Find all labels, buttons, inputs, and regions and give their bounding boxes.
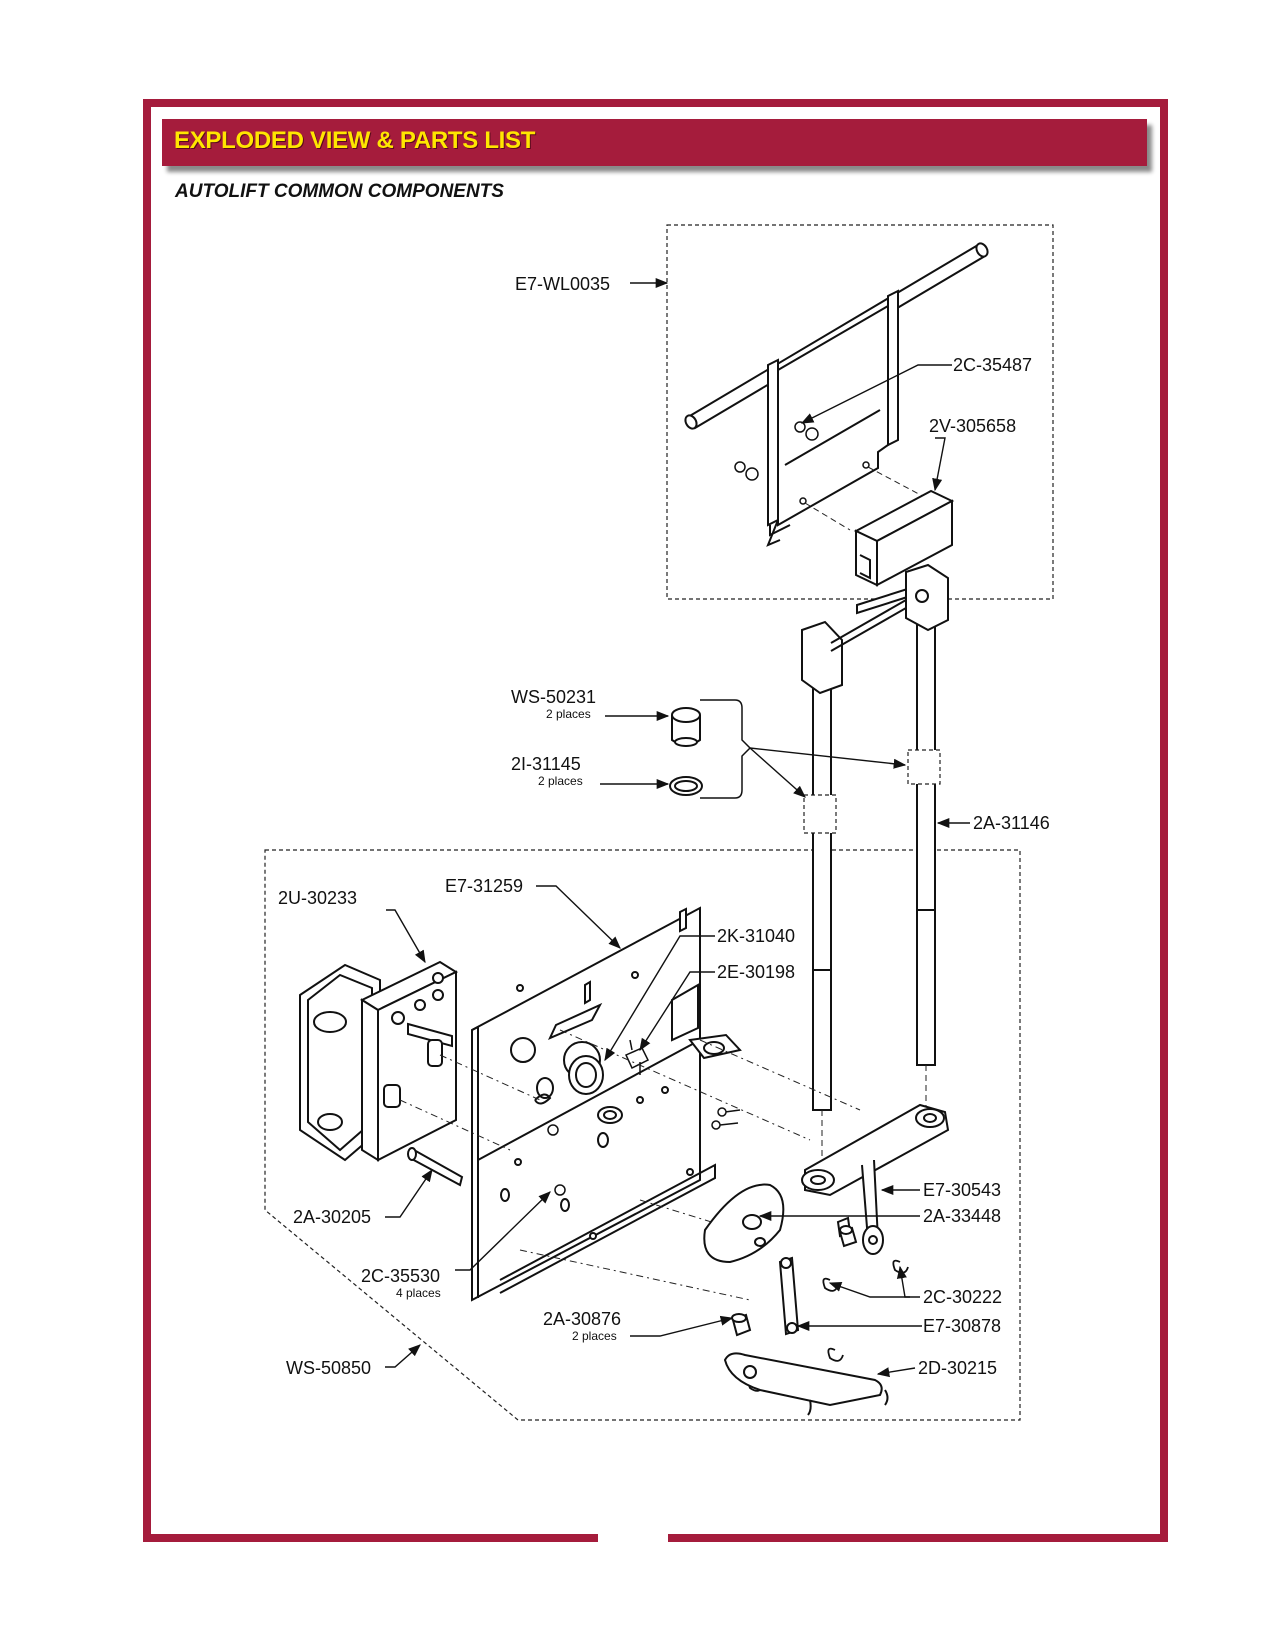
shaft-2a-30205 [407,1147,464,1187]
mounting-plate-e7-31259 [471,906,742,1302]
bar-2d-30215 [723,1352,889,1416]
handle-screw-guide [804,466,931,531]
cam-2a-33448 [703,1183,785,1264]
handle-bracket [766,289,899,547]
gear-motor-2u-30233 [299,960,459,1162]
rod-cap-ws-50231 [671,707,701,747]
label-2a-30205: 2A-30205 [293,1207,371,1227]
page-frame-left [143,99,151,1542]
label-e7-30543: E7-30543 [923,1180,1001,1200]
label-2i-31145: 2I-31145 [511,754,581,774]
label-e7-31259: E7-31259 [445,876,523,896]
retaining-ring-2i-31145 [669,776,703,796]
label-2c-35530: 2C-35530 [361,1266,440,1286]
note-2c-35530: 4 places [396,1286,441,1300]
label-2k-31040: 2K-31040 [717,926,795,946]
label-ws-50850: WS-50850 [286,1358,371,1378]
caps-pointer-lines [749,747,907,798]
page-frame-top [143,99,1168,107]
label-2d-30215: 2D-30215 [918,1358,997,1378]
label-2c-30222: 2C-30222 [923,1287,1002,1307]
leader-lines [385,277,970,1378]
label-2u-30233: 2U-30233 [278,888,357,908]
label-e7-wl0035: E7-WL0035 [515,274,610,294]
label-e7-30878: E7-30878 [923,1316,1001,1336]
page-title: EXPLODED VIEW & PARTS LIST [174,127,536,154]
note-2a-30876: 2 places [572,1329,617,1343]
bushing-2k-31040 [534,1055,623,1124]
page-frame-right [1160,99,1168,1542]
switch-2e-30198 [624,1039,650,1075]
link-e7-30878 [778,1256,800,1336]
label-2a-33448: 2A-33448 [923,1206,1001,1226]
lift-assembly-boundary [264,849,1021,1421]
caps-bracket [700,699,752,799]
handle-block-2v-305658 [853,489,955,587]
label-2v-305658: 2V-305658 [929,416,1016,436]
plate-screws [547,1107,741,1196]
label-2c-35487: 2C-35487 [953,355,1032,375]
crank-arm-e7-30543 [801,1103,950,1255]
lift-rods [801,563,949,1111]
label-2e-30198: 2E-30198 [717,962,795,982]
handle-screws [734,421,870,505]
rod-break-indicators [803,749,941,834]
pins-2a-30876 [731,1225,858,1337]
label-2a-31146: 2A-31146 [973,813,1050,833]
page-frame-bottom-right [668,1534,1168,1542]
note-ws-50231: 2 places [546,707,591,721]
handle-assembly-boundary [666,224,1054,600]
page-frame-bottom-left [143,1534,598,1542]
title-banner: EXPLODED VIEW & PARTS LIST [162,119,1147,166]
note-2i-31145: 2 places [538,774,583,788]
label-ws-50231: WS-50231 [511,687,596,707]
section-title: AUTOLIFT COMMON COMPONENTS [175,181,504,202]
label-2a-30876: 2A-30876 [543,1309,621,1329]
